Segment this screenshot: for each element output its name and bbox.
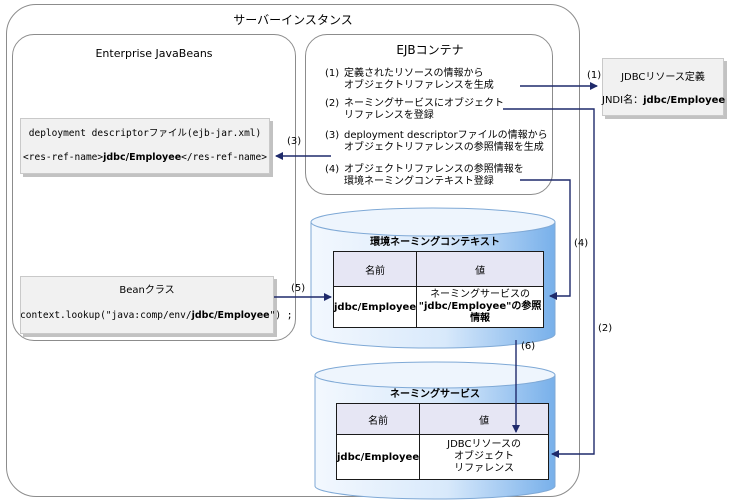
jndi-name: JNDI名：jdbc/Employee xyxy=(602,95,726,107)
arrow-4-label: (4) xyxy=(574,238,589,249)
naming-table-row-value-line2: オブジェクト xyxy=(454,451,515,462)
env-naming-context-title: 環境ネーミングコンテキスト xyxy=(370,237,500,248)
naming-service-table: 名前 値 jdbc/Employee JDBCリソースの オブジェクト リファレ… xyxy=(335,403,549,480)
step-3-line2: オブジェクトリファレンスの参照情報を生成 xyxy=(344,142,544,153)
arrow-5-label: (5) xyxy=(291,283,306,294)
bean-class-title: Beanクラス xyxy=(119,285,175,296)
lookup-code-prefix: context.lookup("java:comp/env/ xyxy=(20,310,192,321)
env-table-row-value: ネーミングサービスの "jdbc/Employee"の参照情報 xyxy=(416,286,544,328)
step-3-line1: deployment descriptorファイルの情報から xyxy=(344,130,548,141)
deployment-descriptor-title: deployment descriptorファイル(ejb-jar.xml) xyxy=(28,128,262,139)
arrow-1-label: (1) xyxy=(587,70,602,81)
step-2-number: (2) xyxy=(325,98,340,109)
ejb-container-frame xyxy=(305,34,553,195)
jndi-value: jdbc/Employee xyxy=(643,95,726,106)
step-4-number: (4) xyxy=(325,164,340,175)
naming-table-header-name: 名前 xyxy=(335,403,421,435)
res-ref-close-tag: </res-ref-name> xyxy=(181,152,267,163)
enterprise-javabeans-title: Enterprise JavaBeans xyxy=(95,47,213,60)
arrow-3-label: (3) xyxy=(287,136,302,147)
env-table-header-value: 値 xyxy=(416,251,544,287)
step-4-line1: オブジェクトリファレンスの参照情報を xyxy=(344,164,524,175)
jdbc-resource-definition-box xyxy=(602,58,724,116)
res-ref-open-tag: <res-ref-name> xyxy=(23,152,104,163)
ejb-container-title: EJBコンテナ xyxy=(396,43,464,57)
step-1-number: (1) xyxy=(325,68,340,79)
step-2-line2: リファレンスを登録 xyxy=(344,110,434,121)
env-naming-context-table: 名前 値 jdbc/Employee ネーミングサービスの "jdbc/Empl… xyxy=(332,251,544,328)
step-4-line2: 環境ネーミングコンテキスト登録 xyxy=(344,176,494,187)
bean-class-box xyxy=(20,276,274,334)
lookup-code-suffix: ") ; xyxy=(269,310,293,321)
naming-table-row-value-line3: リファレンス xyxy=(454,463,514,474)
naming-table-header-value: 値 xyxy=(419,403,549,435)
step-3-number: (3) xyxy=(325,130,340,141)
server-instance-title: サーバーインスタンス xyxy=(233,13,353,27)
naming-table-row-value-line1: JDBCリソースの xyxy=(447,439,521,450)
jndi-label: JNDI名： xyxy=(602,95,644,106)
naming-table-row-name: jdbc/Employee xyxy=(335,434,421,480)
naming-service-title: ネーミングサービス xyxy=(390,389,480,400)
step-2-line1: ネーミングサービスにオブジェクト xyxy=(344,98,504,109)
arrow-2 xyxy=(503,108,595,458)
env-table-row-value-line2: "jdbc/Employee"の参照情報 xyxy=(418,301,542,324)
step-1-line1: 定義されたリソースの情報から xyxy=(344,68,484,79)
deployment-descriptor-box xyxy=(20,118,270,174)
env-table-row-value-line1: ネーミングサービスの xyxy=(430,289,531,300)
arrow-4 xyxy=(520,179,571,300)
env-table-header-name: 名前 xyxy=(332,251,418,287)
step-1-line2: オブジェクトリファレンスを生成 xyxy=(344,80,494,91)
arrow-6-label: (6) xyxy=(521,341,536,352)
naming-table-row-value: JDBCリソースの オブジェクト リファレンス xyxy=(419,434,549,480)
env-table-row-name: jdbc/Employee xyxy=(332,286,418,328)
res-ref-value: jdbc/Employee xyxy=(103,152,182,163)
lookup-code-line: context.lookup("java:comp/env/jdbc/Emplo… xyxy=(20,310,293,322)
lookup-code-value: jdbc/Employee xyxy=(191,310,270,321)
jdbc-resource-definition-title: JDBCリソース定義 xyxy=(621,72,705,83)
res-ref-name-line: <res-ref-name>jdbc/Employee</res-ref-nam… xyxy=(20,152,270,164)
arrow-2-label: (2) xyxy=(598,323,613,334)
